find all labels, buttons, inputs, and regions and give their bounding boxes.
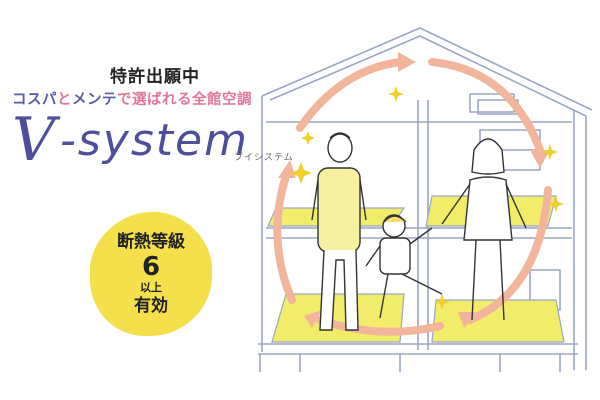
patent-pending-label: 特許出願中	[110, 67, 200, 87]
badge-line-grade-number: 6	[141, 252, 161, 282]
sparkle-icons	[290, 86, 564, 310]
mother-figure	[441, 138, 527, 321]
badge-line-effective: 有効	[134, 296, 168, 316]
v-system-logo: V -system ブイシステム	[12, 108, 312, 178]
logo-v-letter: V	[12, 105, 56, 175]
child-figure	[365, 214, 443, 319]
father-figure	[311, 132, 367, 331]
badge-shape	[89, 211, 213, 337]
tagline-part-mente: メンテ	[72, 92, 117, 108]
logo-kana: ブイシステム	[234, 153, 294, 163]
insulation-grade-badge: 断熱等級 6 以上 有効	[86, 210, 216, 338]
arrow-bottom	[316, 316, 444, 336]
arrow-top	[296, 58, 404, 132]
badge-line-or-above: 以上	[140, 281, 162, 294]
tagline: コスパとメンテで選ばれる全館空調	[12, 88, 302, 109]
logo-system-word: -system	[60, 115, 249, 166]
arrow-right-bottom	[466, 186, 552, 324]
arrow-right-top	[428, 58, 544, 154]
tagline-part-cospa: コスパ	[12, 92, 57, 108]
badge-line-insulation: 断熱等級	[117, 232, 185, 252]
air-circulation-arrows	[273, 58, 552, 336]
tagline-part-rest: で選ばれる全館空調	[117, 92, 252, 108]
house-roof	[261, 27, 593, 111]
arrow-left	[273, 172, 296, 304]
tagline-part-to: と	[57, 92, 72, 108]
